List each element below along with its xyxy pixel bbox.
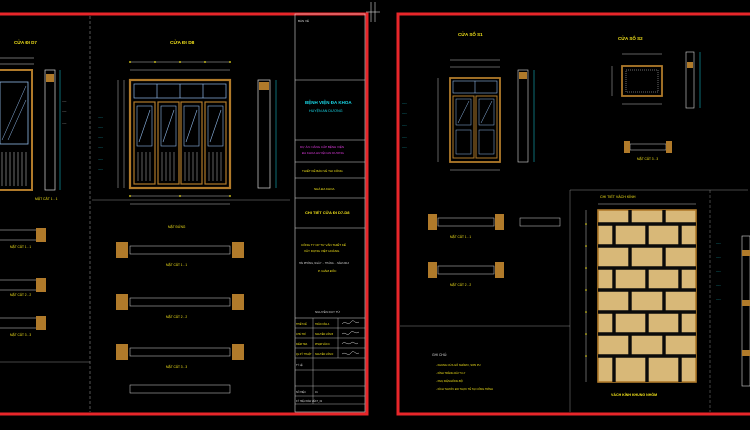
note-item: - PHỤ KIỆN ĐỒNG BỘ (436, 378, 463, 383)
section-label: MẶT CẮT 3 - 3 (10, 332, 31, 337)
elevation-title: CỬA ĐI D7 (14, 39, 37, 45)
project-scope-2: ĐA KHOA HUYỆN AN DƯƠNG (302, 150, 345, 155)
svg-text:------: ------ (98, 136, 103, 139)
window-frame (621, 65, 663, 97)
svg-text:MẶT CẮT 1 - 1: MẶT CẮT 1 - 1 (166, 262, 187, 267)
note-item: - KHUNG CỬA GỖ NHÓM II, SƠN PU (436, 362, 481, 367)
door-elevation-d7[interactable]: CỬA ĐI D7 ----- ----- ----- MẶT CẮT 1 - 1 (0, 39, 66, 337)
sheet-no-value: 01 (315, 391, 318, 394)
director-title: P. GIÁM ĐỐC (318, 268, 337, 273)
section-label: MẶT CẮT 1 - 1 (35, 196, 58, 201)
sheet-no-label: SỐ HIỆU (296, 391, 306, 394)
door-frame (0, 69, 33, 191)
window-elevation-s2[interactable]: CỬA SỔ S2 MẶT CẮT 3 - 3 (611, 35, 701, 161)
svg-text:MẶT CẮT 2 - 2: MẶT CẮT 2 - 2 (166, 314, 187, 319)
glass-wall-detail[interactable]: CHI TIẾT VÁCH KÍNH (585, 194, 750, 397)
building-item: NHÀ ĐA KHOA (314, 187, 335, 191)
title-block-frame (294, 13, 366, 413)
signatures (341, 320, 360, 355)
svg-text:------: ------ (98, 116, 103, 119)
section-label: MẶT CẮT 1 - 1 (10, 244, 31, 249)
notes-heading: GHI CHÚ: (432, 352, 447, 357)
tb-role: KIỂM TRA (296, 343, 308, 346)
svg-text:------: ------ (98, 158, 103, 161)
company-name-1: CÔNG TY CP TƯ VẤN THIẾT KẾ (301, 242, 346, 247)
elevation-title: CỬA ĐI D8 (170, 39, 195, 46)
svg-text:------: ------ (402, 146, 407, 149)
svg-text:------: ------ (98, 168, 103, 171)
company-name-2: XÂY DỰNG VIỆT HOÀNG (304, 248, 340, 253)
project-location: HUYỆN AN DƯƠNG (309, 108, 343, 113)
svg-text:------: ------ (98, 126, 103, 129)
sheet-right[interactable]: CỬA SỔ S1 ------------------ ---------- (396, 12, 750, 416)
window-elevation-s1[interactable]: CỬA SỔ S1 ------------------ ---------- (402, 31, 561, 287)
section-label: MẶT CẮT 2 - 2 (450, 282, 471, 287)
section-label: MẶT CẮT 2 - 2 (10, 292, 31, 297)
door-d8-sections[interactable]: MẶT CẮT 1 - 1 MẶT CẮT 2 - 2 MẶT CẮT 3 - … (116, 242, 244, 394)
svg-text:-----: ----- (62, 122, 66, 125)
svg-text:-----: ----- (62, 110, 66, 113)
sheet-right-border (396, 12, 750, 416)
svg-text:------: ------ (716, 242, 721, 245)
note-item: - KÍCH THƯỚC ĐO THỰC TẾ TẠI CÔNG TRÌNH (436, 386, 493, 391)
door-glass-panel (0, 81, 29, 145)
lattice-grid (598, 210, 696, 382)
sheet-title: CHI TIẾT CỬA ĐI D7-D8 (305, 210, 350, 215)
door-frame (128, 78, 232, 190)
tb-name: NGUYỄN VĂN D (315, 353, 333, 356)
svg-text:------: ------ (402, 124, 407, 127)
section-label: MẶT CẮT 3 - 3 (637, 156, 658, 161)
door-side-section (44, 69, 56, 191)
svg-text:MẶT CẮT 3 - 3: MẶT CẮT 3 - 3 (166, 364, 187, 369)
sheet-left-border (0, 12, 369, 416)
svg-text:------: ------ (716, 256, 721, 259)
project-name: BỆNH VIỆN ĐA KHOA (305, 98, 352, 105)
svg-text:------: ------ (98, 146, 103, 149)
elevation-title: CỬA SỔ S1 (458, 31, 483, 37)
svg-text:-----: ----- (62, 100, 66, 103)
sheet-gap-marker (366, 2, 380, 22)
drawing-no-label: BẢN VẼ (298, 18, 309, 23)
elevation-title: CỬA SỔ S2 (618, 35, 643, 41)
svg-text:MẶT ĐỨNG: MẶT ĐỨNG (168, 224, 186, 229)
place-date: HẢI PHÒNG, NGÀY ... THÁNG ... NĂM 2013 (299, 262, 350, 265)
detail-title: CHI TIẾT VÁCH KÍNH (600, 194, 636, 199)
general-notes[interactable]: GHI CHÚ: - KHUNG CỬA GỖ NHÓM II, SƠN PU … (432, 352, 493, 391)
tb-name: PHẠM VĂN C (315, 343, 330, 346)
design-phase: THIẾT KẾ BẢN VẼ THI CÔNG (302, 168, 343, 173)
tb-role: QL KỸ THUẬT (296, 353, 312, 356)
svg-text:------: ------ (716, 298, 721, 301)
sheet-code-value: KT_32 (315, 400, 323, 403)
scale-label: TỶ LỆ (296, 364, 303, 367)
svg-text:------: ------ (716, 284, 721, 287)
signer-name: NGUYỄN DUY TỬ (315, 309, 341, 314)
title-block[interactable]: BẢN VẼ BỆNH VIỆN ĐA KHOA HUYỆN AN DƯƠNG … (294, 13, 366, 413)
sheet-left[interactable]: CỬA ĐI D7 ----- ----- ----- MẶT CẮT 1 - 1 (0, 12, 369, 416)
note-item: - KÍNH TRẮNG DÀY 5 LY (436, 370, 466, 375)
svg-text:------: ------ (716, 270, 721, 273)
project-scope-1: DỰ ÁN: NÂNG CẤP BỆNH VIỆN (300, 144, 344, 149)
detail-caption: VÁCH KÍNH KHUNG NHÔM (611, 392, 657, 397)
door-elevation-d8[interactable]: CỬA ĐI D8 (98, 39, 277, 229)
svg-text:------: ------ (402, 136, 407, 139)
tb-role: THIẾT KẾ (296, 323, 307, 326)
sheet-code-label: KÝ HIỆU BẢN VẼ (296, 400, 315, 403)
door-side-section (257, 79, 271, 189)
tb-name: TRẦN VĂN A (315, 323, 330, 326)
svg-text:------: ------ (402, 112, 407, 115)
section-label: MẶT CẮT 1 - 1 (450, 234, 471, 239)
svg-text:------: ------ (402, 102, 407, 105)
tb-role: CHỦ TRÌ (296, 333, 306, 336)
tb-name: NGUYỄN VĂN B (315, 333, 333, 336)
window-frame (449, 77, 501, 163)
